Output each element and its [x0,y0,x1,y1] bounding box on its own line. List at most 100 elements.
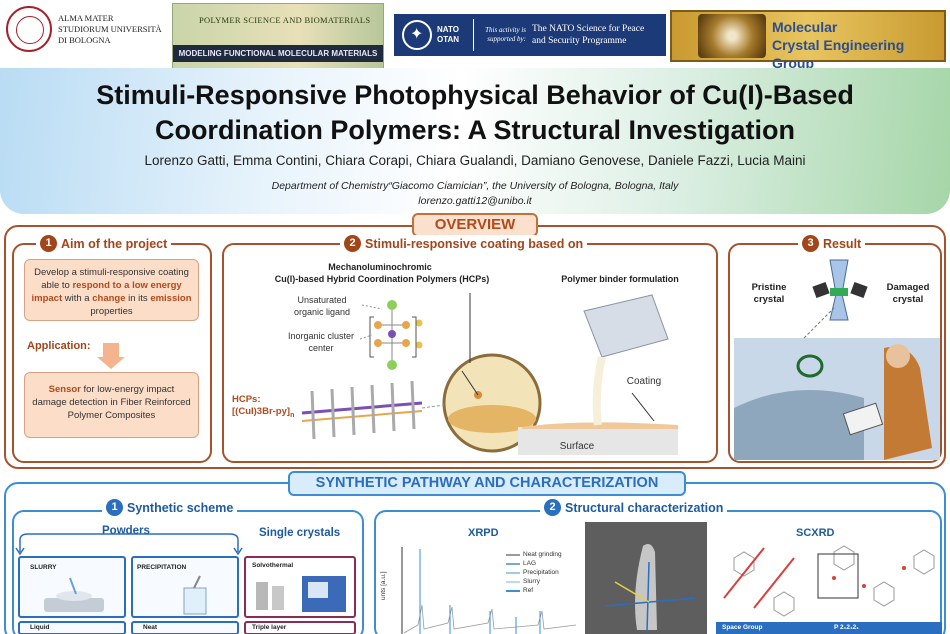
legend-row: Ref [506,586,562,595]
slurry-label: SLURRY [30,564,57,571]
aim-text-4: properties [90,306,133,317]
legend-label: Neat grinding [523,551,562,558]
aim-text-1: Develop a stimuli-responsive coating abl… [34,267,189,291]
mceg-line1: Molecular [772,19,838,35]
unibo-logo: ALMA MATER STUDIORUM UNIVERSITÀ DI BOLOG… [6,6,166,52]
triple-layer-label: Triple layer [252,624,287,631]
structural-heading: 2 Structural characterization [540,499,728,516]
autoclave-icon [256,576,346,612]
legend-row: LAG [506,559,562,568]
coating-number: 2 [344,235,361,252]
title-line-2: Coordination Polymers: A Structural Inve… [154,115,796,145]
scheme-title: Synthetic scheme [127,500,234,515]
psb-subtitle: MODELING FUNCTIONAL MOLECULAR MATERIALS [173,45,383,62]
xrpd-plot [401,547,577,634]
mech-subtitle: Cu(I)-based Hybrid Coordination Polymers… [274,274,490,284]
pristine-label: Pristine crystal [751,282,787,305]
aim-highlight-3: emission [150,293,192,304]
sensor-text: for low-energy impact damage detection i… [32,384,191,421]
affiliation: Department of Chemistry“Giacomo Ciamicia… [271,180,679,192]
space-group-bar: Space Group P 2₁2₁2₁ [716,622,942,634]
xrpd-legend: Neat grinding LAG Precipitation Slurry R… [506,550,562,595]
liquid-label: Liquid [30,624,50,631]
psb-logo: POLYMER SCIENCE AND BIOMATERIALS MODELIN… [172,3,384,69]
title-band [0,68,950,214]
legend-swatch [506,589,520,592]
unsaturated-ligand-label: Unsaturated organic ligand [293,295,351,317]
sensor-box: Sensor for low-energy impact damage dete… [24,372,199,438]
beaker-pour-icon [583,294,669,426]
mech-title: Mechanoluminochromic [328,262,432,272]
legend-swatch [506,571,520,574]
scheme-number: 1 [106,499,123,516]
sensor-highlight: Sensor [48,384,81,395]
scxrd-structure [723,545,935,617]
hcps-subscript: n [290,411,295,419]
space-group-value: P 2₁2₁2₁ [834,624,859,631]
mceg-name: Molecular Crystal Engineering Group [772,18,944,72]
legend-row: Precipitation [506,568,562,577]
hcps-title: HCPs: [232,394,261,405]
unibo-seal-icon [6,6,52,52]
aim-heading: 1 Aim of the project [36,235,172,252]
nato-name: NATO OTAN [437,25,460,44]
legend-label: Ref [523,587,534,594]
tablet-icon [842,402,884,436]
down-arrow-head-icon [97,357,125,369]
polymer-binder-label: Polymer binder formulation [561,274,679,284]
structural-title: Structural characterization [565,500,724,515]
crystal-micrograph [585,522,707,634]
beaker-icon [183,575,207,615]
nato-compass-icon [402,20,432,50]
scxrd-title: SCXRD [796,527,835,539]
aim-title: Aim of the project [61,236,168,251]
email: lorenzo.gatti12@unibo.it [418,195,532,207]
solvothermal-label: Solvothermal [252,562,294,569]
neat-label: Neat [143,624,158,631]
legend-swatch [506,580,520,583]
aim-number: 1 [40,235,57,252]
legend-label: Precipitation [523,569,559,576]
legend-label: LAG [523,560,537,567]
legend-row: Slurry [506,577,562,586]
legend-label: Slurry [523,578,540,585]
aim-highlight-1: respond to a low energy impact [31,280,182,304]
poster-title: Stimuli-Responsive Photophysical Behavio… [0,78,950,148]
coating-illustration [301,293,678,455]
mceg-logo: Molecular Crystal Engineering Group [670,10,946,71]
authors: Lorenzo Gatti, Emma Contini, Chiara Cora… [144,153,806,168]
stirrer-icon [44,577,104,612]
result-number: 3 [802,235,819,252]
mceg-line2: Crystal Engineering Group [772,37,905,71]
title-line-1: Stimuli-Responsive Photophysical Behavio… [96,80,854,110]
legend-swatch [506,553,520,556]
nato-divider [473,19,474,51]
legend-swatch [506,562,520,565]
crystal-image [698,14,766,58]
coating-title: Stimuli-responsive coating based on [365,236,584,251]
synthesis-tag: SYNTHETIC PATHWAY AND CHARACTERIZATION [288,471,686,496]
aim-text-3: in its [125,293,151,304]
technician-figure [884,346,932,460]
overview-tag: OVERVIEW [412,213,538,237]
scheme-heading: 1 Synthetic scheme [102,499,238,516]
result-illustration [734,259,940,460]
precipitation-label: PRECIPITATION [137,564,187,571]
coating-label: Coating [626,376,662,387]
powders-bracket-icon [15,533,243,556]
hcp-chain-icon [301,380,423,440]
space-group-label: Space Group [722,624,763,631]
psb-title: POLYMER SCIENCE AND BIOMATERIALS [199,15,371,25]
nato-activity: This activity is supported by: [485,26,526,43]
result-title: Result [823,236,862,251]
inorganic-cluster-label: Inorganic cluster center [287,331,355,353]
hcps-label: HCPs: [(CuI)3Br-py]n [232,394,294,422]
aim-text-2: with a [62,293,93,304]
single-crystals-label: Single crystals [259,527,341,539]
coating-heading: 2 Stimuli-responsive coating based on [340,235,588,252]
hcps-formula: [(CuI)3Br-py] [232,406,291,417]
xrpd-title: XRPD [468,527,499,539]
unibo-name: ALMA MATER STUDIORUM UNIVERSITÀ DI BOLOG… [58,12,162,45]
nato-programme: The NATO Science for Peace and Security … [532,24,645,46]
aim-box: Develop a stimuli-responsive coating abl… [24,259,199,321]
